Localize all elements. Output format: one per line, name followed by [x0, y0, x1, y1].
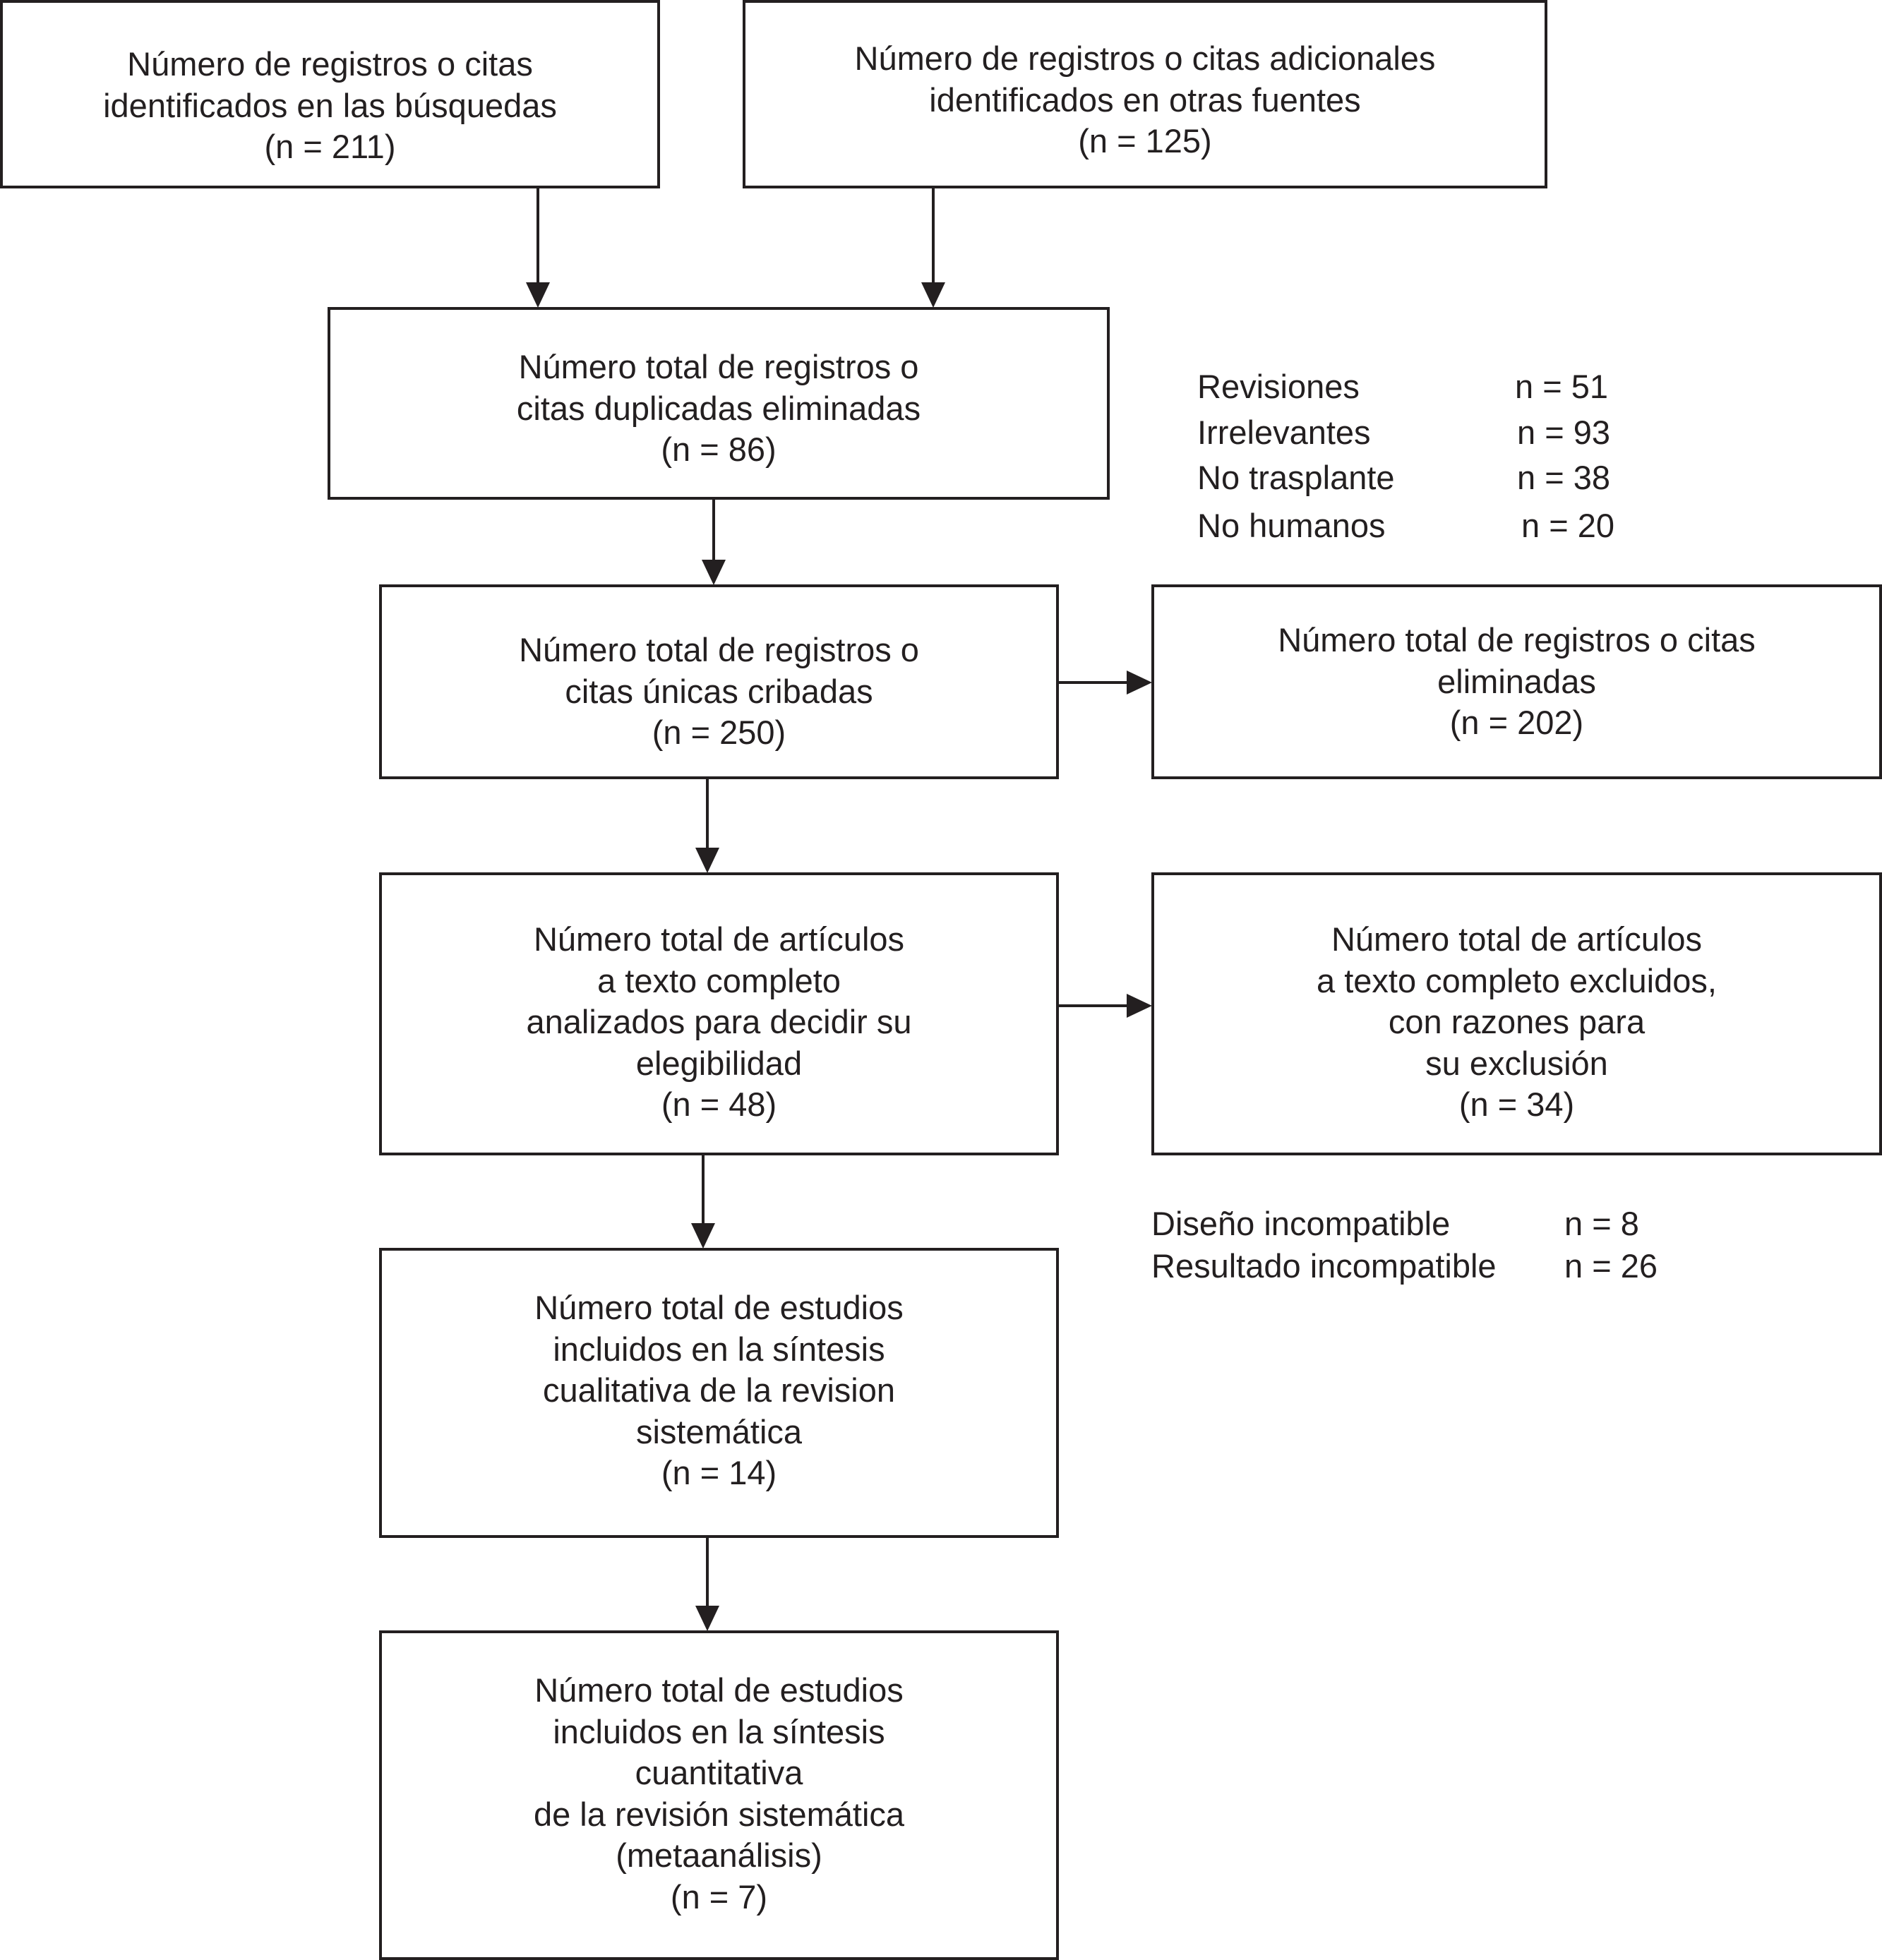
- box-text-line: (n = 34): [1458, 1086, 1575, 1123]
- reason-value: n = 51: [1515, 368, 1608, 405]
- identified-searches-box: Número de registros o citas identificado…: [0, 0, 660, 188]
- box-text-line: Número total de estudios: [534, 1289, 904, 1326]
- box-text-line: con razones para: [1388, 1003, 1646, 1040]
- fulltext-excluded-box: Número total de artículos a texto comple…: [1151, 872, 1882, 1155]
- box-text-line: (metaanálisis): [616, 1836, 822, 1874]
- box-text-line: a texto completo: [597, 961, 841, 999]
- identified-other-sources-box: Número de registros o citas adicionales …: [743, 0, 1547, 188]
- reason-value: n = 26: [1564, 1247, 1658, 1285]
- box-text-line: identificados en las búsquedas: [103, 86, 557, 124]
- reason-label: Diseño incompatible: [1151, 1205, 1451, 1242]
- arrowhead: [695, 1606, 719, 1631]
- box-text-line: identificados en otras fuentes: [929, 80, 1361, 119]
- box-text-line: (n = 7): [670, 1877, 768, 1916]
- arrowhead: [691, 1223, 715, 1249]
- box-text-line: citas duplicadas eliminadas: [516, 389, 921, 427]
- box-text-line: (n = 211): [264, 128, 396, 165]
- box-text-line: Número de registros o citas adicionales: [854, 40, 1436, 77]
- box-text-line: (n = 48): [661, 1086, 777, 1123]
- reason-value: n = 93: [1517, 414, 1610, 451]
- reason-label: No humanos: [1197, 507, 1386, 544]
- box-text-line: Número de registros o citas: [127, 45, 533, 83]
- box-text-line: a texto completo excluidos,: [1317, 961, 1717, 999]
- box-text-line: cualitativa de la revision: [543, 1371, 895, 1409]
- box-text-line: eliminadas: [1437, 662, 1596, 700]
- quantitative-synthesis-box: Número total de estudios incluidos en la…: [379, 1630, 1059, 1960]
- arrowhead: [695, 848, 719, 873]
- box-text-line: incluidos en la síntesis: [553, 1330, 885, 1368]
- box-text-line: Número total de registros o: [518, 348, 919, 385]
- box-text-line: citas únicas cribadas: [565, 672, 873, 710]
- arrowhead: [1127, 994, 1152, 1018]
- box-text-line: (n = 125): [1078, 122, 1212, 160]
- box-text-line: sistemática: [635, 1412, 803, 1450]
- box-text-line: cuantitativa: [635, 1754, 803, 1791]
- box-text-line: (n = 86): [661, 431, 777, 468]
- box-text-line: de la revisión sistemática: [533, 1795, 905, 1833]
- screened-box: Número total de registros o citas únicas…: [379, 584, 1059, 779]
- box-text-line: Número total de registros o citas: [1278, 621, 1756, 659]
- box-text-line: Número total de estudios: [534, 1671, 904, 1709]
- box-text-line: (n = 14): [661, 1454, 777, 1491]
- box-text-line: incluidos en la síntesis: [553, 1712, 885, 1750]
- box-text-line: Número total de artículos: [1331, 920, 1703, 958]
- duplicates-removed-box: Número total de registros o citas duplic…: [328, 307, 1110, 500]
- qualitative-synthesis-box: Número total de estudios incluidos en la…: [379, 1248, 1059, 1538]
- reason-value: n = 38: [1517, 459, 1610, 496]
- reason-label: Resultado incompatible: [1151, 1247, 1497, 1285]
- box-text-line: Número total de registros o: [519, 631, 919, 668]
- reason-label: Revisiones: [1197, 368, 1360, 405]
- arrowhead: [921, 282, 945, 308]
- box-text-line: (n = 250): [652, 714, 786, 751]
- reason-label: No trasplante: [1197, 459, 1395, 496]
- box-text-line: (n = 202): [1449, 704, 1584, 741]
- box-text-line: analizados para decidir su: [526, 1003, 912, 1040]
- arrowhead: [1127, 671, 1152, 695]
- arrowhead: [526, 282, 550, 308]
- reason-value: n = 8: [1564, 1205, 1639, 1242]
- box-text-line: Número total de artículos: [533, 920, 905, 958]
- fulltext-assessed-box: Número total de artículos a texto comple…: [379, 872, 1059, 1155]
- arrowhead: [702, 560, 726, 585]
- box-text-line: su exclusión: [1425, 1044, 1608, 1082]
- records-excluded-box: Número total de registros o citas elimin…: [1151, 584, 1882, 779]
- reason-label: Irrelevantes: [1197, 414, 1371, 451]
- reason-value: n = 20: [1521, 507, 1614, 544]
- box-text-line: elegibilidad: [635, 1044, 803, 1082]
